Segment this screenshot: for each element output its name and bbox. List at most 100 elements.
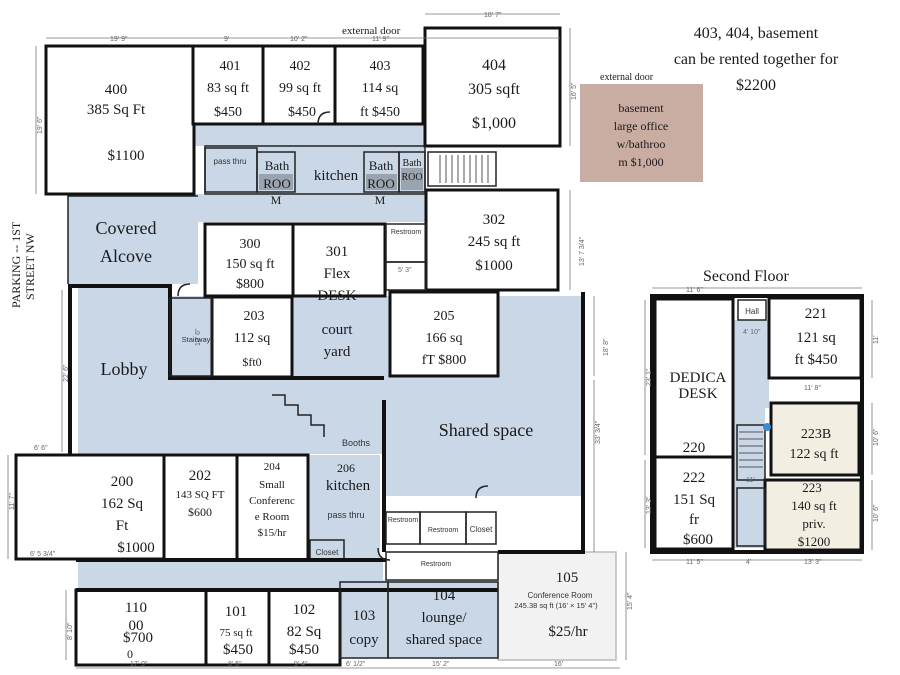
- room-202-box[interactable]: [162, 453, 239, 562]
- room-222-number: 222: [683, 470, 706, 486]
- restroom-top-lower: [385, 261, 427, 291]
- room-223-price: $1200: [798, 534, 831, 549]
- room-404[interactable]: 404 305 sqft $1,000: [468, 57, 521, 132]
- room-300[interactable]: 300 150 sq ft $800: [226, 237, 275, 292]
- room-404-price: $1,000: [472, 115, 516, 132]
- room-202[interactable]: 202 143 SQ FT $600: [176, 468, 225, 519]
- shared-second-corridor: [733, 320, 769, 408]
- dim-right-2: 13' 7 3/4": [579, 236, 586, 266]
- dim-second-bottom-1: 11' 5": [686, 559, 703, 566]
- room-105-number: 105: [556, 570, 579, 586]
- dim-second-top-1: 11' 6": [686, 287, 703, 294]
- room-222[interactable]: 222 151 Sq fr $600: [673, 470, 716, 548]
- bath-mid-2: ROO: [367, 176, 394, 191]
- room-220-dedica: DEDICA: [670, 370, 727, 386]
- room-205-box[interactable]: [388, 290, 500, 378]
- room-220-number: 220: [683, 440, 706, 456]
- room-103-copy: copy: [349, 632, 379, 648]
- room-301-box[interactable]: [291, 222, 387, 298]
- basement-line-4: m $1,000: [618, 155, 663, 169]
- room-223b[interactable]: 223B 122 sq ft: [790, 427, 839, 462]
- room-200-box[interactable]: [14, 453, 166, 561]
- closet-1-label: Closet: [316, 548, 339, 557]
- room-302-price: $1000: [475, 258, 513, 274]
- note-line-3: $2200: [736, 77, 776, 94]
- dim-right-5: 15' 4": [627, 592, 634, 610]
- room-404-area: 305 sqft: [468, 81, 521, 98]
- bath-right-box: [398, 151, 426, 193]
- restroom-block-3: [385, 551, 499, 581]
- room-101[interactable]: 101 75 sq ft $450: [220, 604, 254, 658]
- room-302[interactable]: 302 245 sq ft $1000: [468, 212, 521, 274]
- room-301[interactable]: 301 Flex DESK: [317, 244, 356, 304]
- room-102[interactable]: 102 82 Sq $450: [287, 602, 322, 658]
- room-103[interactable]: 103 copy: [349, 608, 379, 648]
- dim-second-side-4: 10' 6": [873, 428, 880, 446]
- room-110-number: 110: [125, 600, 147, 616]
- dim-misc-3: 5' 3": [398, 267, 412, 274]
- room-300-price: $800: [236, 277, 264, 292]
- room-302-box[interactable]: [424, 188, 560, 292]
- note-block: 403, 404, basement can be rented togethe…: [674, 25, 839, 94]
- room-220[interactable]: DEDICA DESK 220: [670, 370, 727, 456]
- restroom-3-label: Restroom: [421, 561, 452, 568]
- room-403[interactable]: 403 114 sq ft $450: [360, 59, 400, 120]
- room-402-box[interactable]: [261, 44, 337, 126]
- room-203-box[interactable]: [210, 295, 294, 379]
- door-arc-2: [177, 283, 191, 297]
- room-400-box[interactable]: [44, 44, 196, 196]
- room-221-area: 121 sq: [796, 330, 836, 346]
- room-204[interactable]: 204 Small Conferenc e Room $15/hr: [249, 461, 295, 539]
- dim-second-side-3: 11': [873, 335, 880, 344]
- shared-104: [388, 580, 498, 658]
- room-204-conferenc: Conferenc: [249, 495, 295, 507]
- room-223b-number: 223B: [801, 427, 831, 442]
- shared-corridor-300: [193, 194, 426, 222]
- room-223b-box[interactable]: [769, 401, 861, 477]
- dim-misc-2: 6' 5 3/4": [30, 551, 56, 558]
- room-105[interactable]: 105 Conference Room 245.38 sq ft (16' × …: [514, 570, 598, 640]
- external-door-label-top: external door: [342, 25, 401, 37]
- room-223b-area: 122 sq ft: [790, 447, 839, 462]
- room-104[interactable]: 104 lounge/ shared space: [406, 588, 483, 648]
- dim-left-3: 11' 7": [9, 493, 16, 510]
- room-104-shared: shared space: [406, 632, 483, 648]
- stairs-top-lines: [439, 155, 489, 183]
- kitchen-top-label: kitchen: [314, 168, 359, 184]
- bath-mid-3: M: [375, 193, 386, 207]
- room-402[interactable]: 402 99 sq ft $450: [279, 59, 321, 120]
- dim-bottom-1: 17' 9": [130, 661, 148, 668]
- room-400-price: $1100: [108, 148, 145, 164]
- room-205[interactable]: 205 166 sq fT $800: [422, 309, 466, 368]
- room-110[interactable]: 110 00 $700 0: [123, 600, 153, 661]
- room-403-box[interactable]: [333, 44, 425, 126]
- room-200[interactable]: 200 162 Sq Ft $1000: [101, 474, 155, 556]
- room-400[interactable]: 400 385 Sq Ft $1100: [87, 82, 146, 164]
- room-206-kitchen: kitchen: [326, 478, 371, 494]
- room-205-number: 205: [434, 309, 455, 324]
- room-221-box[interactable]: [767, 296, 863, 380]
- room-221[interactable]: 221 121 sq ft $450: [795, 306, 838, 368]
- room-400-area: 385 Sq Ft: [87, 102, 146, 118]
- room-204-e-room: e Room: [255, 511, 290, 523]
- court-yard-line-2: yard: [324, 344, 351, 360]
- room-404-box[interactable]: [423, 26, 562, 148]
- bath-left-2: ROO: [263, 176, 290, 191]
- shared-center: [165, 378, 390, 454]
- bath-left-box: [256, 151, 296, 193]
- room-203[interactable]: 203 112 sq $ft0: [234, 309, 270, 369]
- room-222-box[interactable]: [653, 455, 735, 551]
- room-206[interactable]: 206 kitchen pass thru: [326, 461, 371, 520]
- hall-box: [737, 299, 767, 321]
- dim-right-3: 18' 8": [603, 338, 610, 356]
- room-223[interactable]: 223 140 sq ft priv. $1200: [791, 480, 837, 549]
- room-200-number: 200: [111, 474, 134, 490]
- room-300-area: 150 sq ft: [226, 257, 275, 272]
- room-401[interactable]: 401 83 sq ft $450: [207, 59, 249, 120]
- room-labels: 400 385 Sq Ft $1100 401 83 sq ft $450 40…: [87, 57, 839, 661]
- room-105-box[interactable]: [497, 551, 617, 661]
- dim-top-2: 9': [224, 36, 229, 43]
- room-220-box[interactable]: [653, 297, 735, 459]
- dim-left-1: 19' 6": [37, 116, 44, 134]
- room-204-price: $15/hr: [258, 527, 287, 539]
